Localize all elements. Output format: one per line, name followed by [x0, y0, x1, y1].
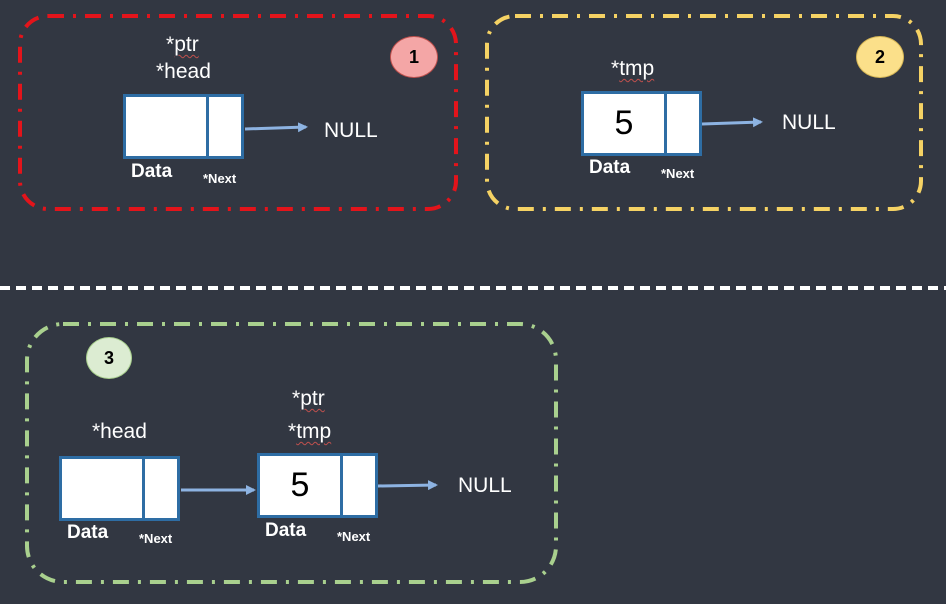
step-number: 2	[874, 46, 885, 67]
step-badge-1: 1	[390, 36, 438, 78]
next-label: *Next	[203, 171, 237, 186]
arrow-2-to-null	[701, 117, 763, 128]
null-label: NULL	[458, 474, 512, 497]
data-label: Data	[67, 522, 109, 543]
ptr-text: ptr	[174, 33, 199, 56]
node-next-cell	[209, 97, 241, 156]
node-data-cell: 5	[584, 94, 667, 153]
node-next-cell	[667, 94, 699, 153]
arrow-1-to-null	[244, 122, 308, 133]
step-badge-2: 2	[856, 36, 904, 78]
next-label: *Next	[661, 166, 695, 181]
node: 5	[581, 91, 702, 156]
data-label: Data	[589, 157, 631, 178]
pointer-label-head: *head	[156, 60, 211, 83]
step-number: 1	[408, 46, 419, 67]
pointer-label-ptr: *ptr	[292, 387, 325, 410]
node-data-cell: 5	[260, 456, 343, 515]
node-next-cell	[145, 459, 177, 518]
ptr-text: ptr	[300, 387, 325, 410]
next-label: *Next	[139, 531, 173, 546]
panel-2-border	[485, 14, 923, 211]
step-number: 3	[103, 347, 114, 368]
tmp-text: tmp	[296, 420, 332, 443]
data-label: Data	[265, 520, 307, 541]
step-badge-3: 3	[86, 337, 132, 379]
arrow-3-to-null	[377, 480, 438, 491]
pointer-label-tmp: *tmp	[288, 420, 332, 443]
pointer-label-head: *head	[92, 420, 147, 443]
data-label: Data	[131, 161, 173, 182]
null-label: NULL	[324, 119, 378, 142]
tmp-text: tmp	[619, 57, 655, 80]
panel-1-border	[18, 14, 458, 211]
node-next-cell	[343, 456, 375, 515]
next-label: *Next	[337, 529, 371, 544]
node-data-cell	[126, 97, 209, 156]
panel-3-border	[25, 322, 558, 584]
node-data-cell	[62, 459, 145, 518]
node-head	[59, 456, 180, 521]
pointer-label-tmp: *tmp	[611, 57, 655, 80]
node-tmp: 5	[257, 453, 378, 518]
node	[123, 94, 244, 159]
null-label: NULL	[782, 111, 836, 134]
pointer-label-ptr: *ptr	[166, 33, 199, 56]
